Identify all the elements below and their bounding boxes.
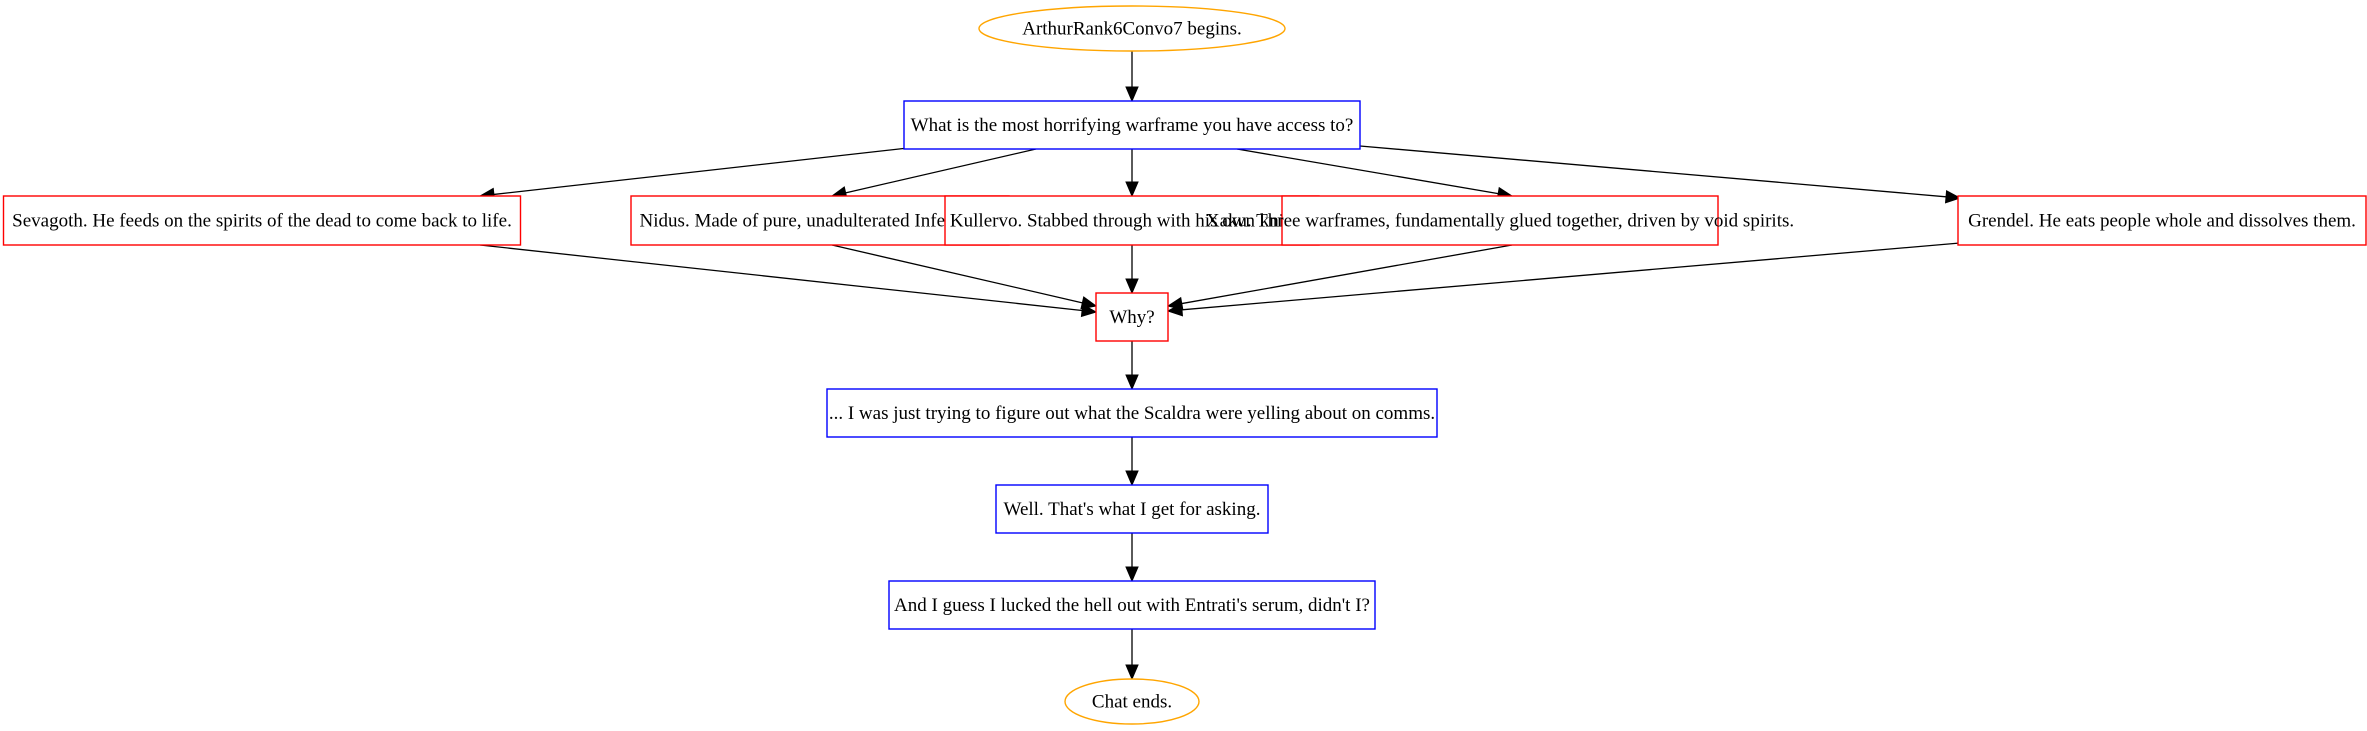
arrowhead <box>1166 303 1184 317</box>
edge-line <box>1181 242 1961 311</box>
edge-line <box>1236 148 1499 195</box>
edge-r1-to-r2 <box>1125 437 1139 487</box>
edge-r3-to-end <box>1125 629 1139 681</box>
edge-line <box>493 146 918 196</box>
edge-q1-to-opt_grendel <box>1359 145 1962 204</box>
node-opt-kullervo: Kullervo. Stabbed through with his own k… <box>944 195 1320 246</box>
edge-line <box>831 244 1083 304</box>
edge-r2-to-r3 <box>1125 533 1139 583</box>
edge-opt_nidus-to-why <box>831 244 1098 310</box>
arrowhead <box>1125 278 1139 295</box>
edge-line <box>845 148 1037 194</box>
edge-opt_sevagoth-to-why <box>479 244 1098 318</box>
node-label: Kullervo. Stabbed through with his own k… <box>950 211 1314 232</box>
terminal-ellipse <box>978 5 1286 52</box>
arrowhead <box>1125 470 1139 487</box>
node-label: Sevagoth. He feeds on the spirits of the… <box>12 211 512 232</box>
node-r3: And I guess I lucked the hell out with E… <box>888 580 1376 630</box>
edge-q1-to-opt_xaku <box>1236 148 1514 201</box>
edge-line <box>479 244 1083 312</box>
node-r2: Well. That's what I get for asking. <box>995 484 1269 534</box>
edge-line <box>1181 244 1513 305</box>
edge-line <box>1359 145 1947 198</box>
node-label: ArthurRank6Convo7 begins. <box>1022 19 1242 40</box>
node-opt-xaku: Xaku. Three warframes, fundamentally glu… <box>1206 195 1794 246</box>
node-q1: What is the most horrifying warframe you… <box>903 100 1361 150</box>
arrowhead <box>1944 190 1962 204</box>
nodes-layer: ArthurRank6Convo7 begins. What is the mos… <box>2 5 2367 725</box>
arrowhead <box>1125 86 1139 103</box>
player-option-box <box>2 195 522 246</box>
edge-start-to-q1 <box>1125 51 1139 103</box>
node-label: And I guess I lucked the hell out with E… <box>894 595 1370 616</box>
arrowhead <box>1125 664 1139 681</box>
node-label: Well. That's what I get for asking. <box>1004 499 1261 520</box>
edge-why-to-r1 <box>1125 341 1139 391</box>
arrowhead <box>1125 566 1139 583</box>
player-option-box <box>1957 195 2367 246</box>
node-label: What is the most horrifying warframe you… <box>911 115 1354 136</box>
player-option-box <box>1281 195 1719 246</box>
arrowhead <box>1125 374 1139 391</box>
player-option-box <box>1095 292 1169 342</box>
node-label: Grendel. He eats people whole and dissol… <box>1968 211 2356 232</box>
node-label: ... I was just trying to figure out what… <box>829 403 1435 424</box>
node-r1: ... I was just trying to figure out what… <box>826 388 1438 438</box>
speaker-box <box>888 580 1376 630</box>
speaker-box <box>903 100 1361 150</box>
edge-q1-to-opt_sevagoth <box>478 146 918 202</box>
edge-q1-to-opt_kullervo <box>1125 149 1139 198</box>
terminal-ellipse <box>1064 678 1200 725</box>
edge-opt_grendel-to-why <box>1166 242 1961 317</box>
player-option-box <box>944 195 1320 246</box>
speaker-box <box>826 388 1438 438</box>
node-start: ArthurRank6Convo7 begins. <box>978 5 1286 52</box>
node-end: Chat ends. <box>1064 678 1200 725</box>
edge-opt_xaku-to-why <box>1166 244 1513 311</box>
node-why: Why? <box>1095 292 1169 342</box>
arrowhead <box>1125 181 1139 198</box>
node-label: Xaku. Three warframes, fundamentally glu… <box>1206 211 1794 232</box>
node-opt-grendel: Grendel. He eats people whole and dissol… <box>1957 195 2367 246</box>
arrowhead <box>1080 296 1098 310</box>
edges-layer <box>478 51 1962 681</box>
edge-q1-to-opt_nidus <box>830 148 1037 200</box>
node-opt-sevagoth: Sevagoth. He feeds on the spirits of the… <box>2 195 522 246</box>
node-label: Nidus. Made of pure, unadulterated Infes… <box>640 211 1001 232</box>
edge-opt_kullervo-to-why <box>1125 245 1139 295</box>
node-label: Why? <box>1109 307 1154 328</box>
speaker-box <box>995 484 1269 534</box>
node-label: Chat ends. <box>1092 692 1172 713</box>
